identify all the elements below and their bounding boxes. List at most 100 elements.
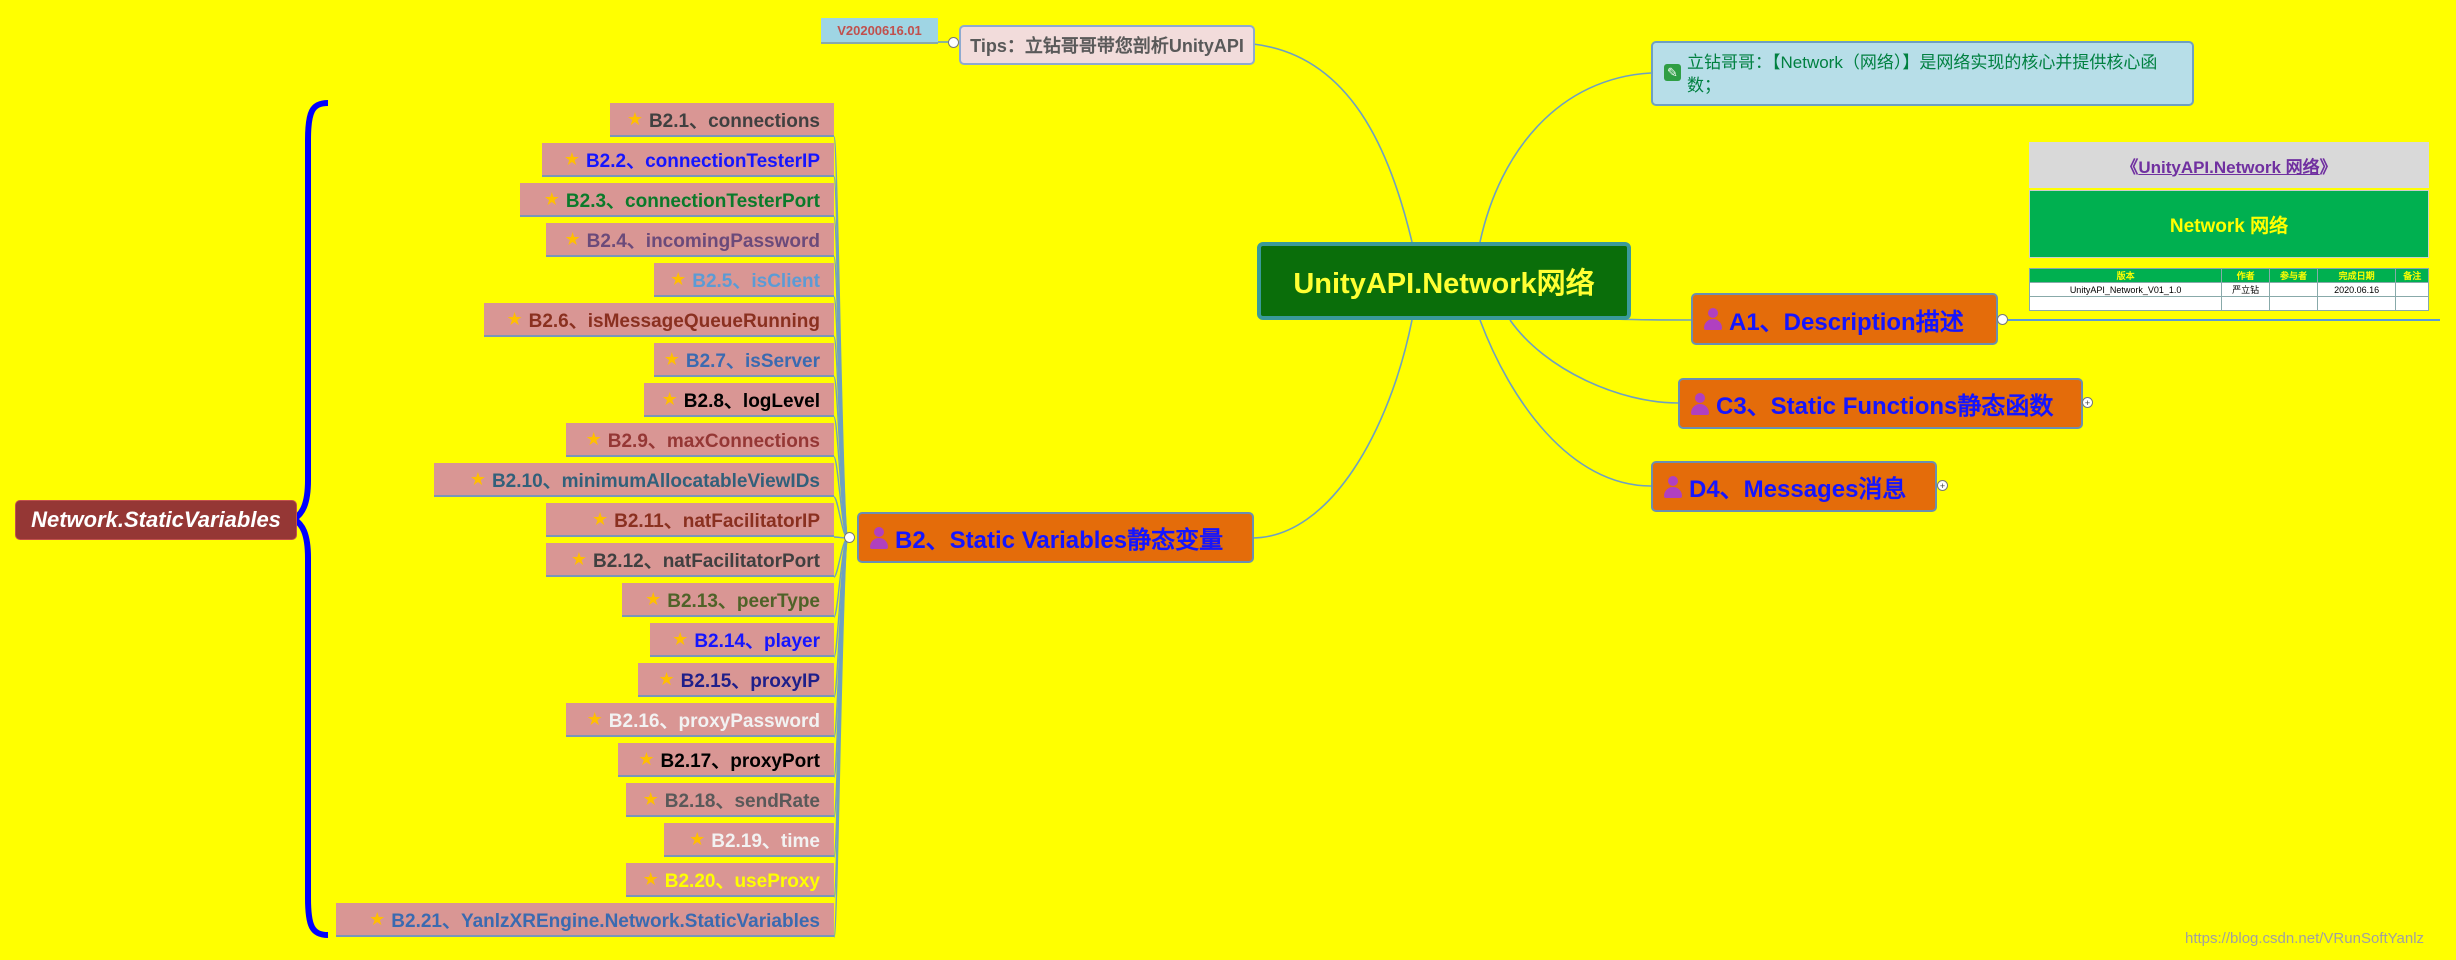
- list-item[interactable]: ★B2.14、player: [650, 623, 834, 657]
- star-icon: ★: [661, 388, 678, 409]
- list-item[interactable]: ★B2.15、proxyIP: [638, 663, 834, 697]
- collapse-toggle[interactable]: [948, 37, 959, 48]
- star-icon: ★: [570, 548, 587, 569]
- central-topic[interactable]: UnityAPI.Network网络: [1257, 242, 1631, 320]
- list-item[interactable]: ★B2.7、isServer: [654, 343, 834, 377]
- branch-label: B2、Static Variables静态变量: [895, 527, 1224, 554]
- star-icon: ★: [564, 228, 581, 249]
- list-item[interactable]: ★B2.8、logLevel: [644, 383, 834, 417]
- collapse-toggle[interactable]: [844, 532, 855, 543]
- star-icon: ★: [506, 308, 523, 329]
- description-note[interactable]: ✎ 立钻哥哥：【Network（网络）】是网络实现的核心并提供核心函数；: [1651, 41, 2194, 106]
- star-icon: ★: [645, 588, 662, 609]
- brace: [288, 100, 329, 938]
- list-item[interactable]: ★B2.20、useProxy: [626, 863, 834, 897]
- doc-banner: Network 网络: [2029, 190, 2429, 258]
- list-item[interactable]: ★B2.4、incomingPassword: [546, 223, 834, 257]
- list-item[interactable]: ★B2.6、isMessageQueueRunning: [484, 303, 834, 337]
- list-item-label: B2.9、maxConnections: [607, 430, 820, 452]
- list-item-label: B2.3、connectionTesterPort: [565, 190, 820, 212]
- list-item[interactable]: ★B2.11、natFacilitatorIP: [546, 503, 834, 537]
- list-item[interactable]: ★B2.13、peerType: [622, 583, 834, 617]
- list-item[interactable]: ★B2.1、connections: [610, 103, 834, 137]
- list-item[interactable]: ★B2.5、isClient: [654, 263, 834, 297]
- table-cell: [2395, 282, 2429, 297]
- star-icon: ★: [638, 748, 655, 769]
- star-icon: ★: [469, 468, 486, 489]
- list-item-label: B2.6、isMessageQueueRunning: [528, 310, 820, 332]
- list-item-label: B2.19、time: [711, 830, 820, 852]
- branch-d4-messages[interactable]: D4、Messages消息: [1651, 461, 1937, 512]
- star-icon: ★: [585, 428, 602, 449]
- table-cell: [2395, 296, 2429, 311]
- branch-a1-description[interactable]: A1、Description描述: [1691, 293, 1998, 345]
- star-icon: ★: [591, 508, 609, 529]
- list-item-label: B2.20、useProxy: [664, 870, 820, 892]
- list-item-label: B2.21、YanlzXREngine.Network.StaticVariab…: [391, 910, 820, 932]
- table-cell: [2269, 296, 2318, 311]
- table-cell: 严立钻: [2221, 282, 2271, 297]
- doc-version-table: 版本 作者 参与者 完成日期 备注 UnityAPI_Network_V01_1…: [2028, 268, 2429, 311]
- branch-b2-static-variables[interactable]: B2、Static Variables静态变量: [857, 512, 1254, 563]
- star-icon: ★: [626, 108, 643, 129]
- list-item[interactable]: ★B2.12、natFacilitatorPort: [546, 543, 834, 577]
- leaf-connector: [833, 537, 849, 938]
- table-header: 完成日期: [2316, 268, 2397, 283]
- list-item[interactable]: ★B2.17、proxyPort: [618, 743, 834, 777]
- doc-title-link[interactable]: UnityAPI.Network 网络: [2138, 157, 2320, 177]
- list-item[interactable]: ★B2.2、connectionTesterIP: [542, 143, 834, 177]
- star-icon: ★: [642, 788, 659, 809]
- expand-toggle[interactable]: +: [1937, 480, 1948, 491]
- star-icon: ★: [689, 828, 706, 849]
- person-icon: [1703, 308, 1723, 330]
- table-cell: [2028, 296, 2223, 311]
- list-item-label: B2.11、natFacilitatorIP: [614, 510, 820, 532]
- star-icon: ★: [543, 188, 560, 209]
- star-icon: ★: [663, 348, 680, 369]
- star-icon: ★: [658, 668, 675, 689]
- document-preview[interactable]: 《 UnityAPI.Network 网络 》 Network 网络 版本 作者…: [2028, 142, 2429, 318]
- list-item-label: B2.14、player: [694, 630, 820, 652]
- tips-topic[interactable]: Tips：立钻哥哥带您剖析UnityAPI: [959, 25, 1255, 65]
- list-item[interactable]: ★B2.3、connectionTesterPort: [520, 183, 834, 217]
- star-icon: ★: [672, 628, 689, 649]
- table-header: 备注: [2395, 268, 2429, 283]
- star-icon: ★: [586, 708, 603, 729]
- star-icon: ★: [369, 908, 386, 929]
- list-item-label: B2.2、connectionTesterIP: [585, 150, 820, 172]
- doc-title: 《 UnityAPI.Network 网络 》: [2029, 142, 2429, 188]
- collapse-toggle[interactable]: [1997, 314, 2008, 325]
- branch-label: D4、Messages消息: [1689, 476, 1907, 503]
- static-variables-summary[interactable]: Network.StaticVariables: [15, 500, 297, 540]
- list-item-label: B2.13、peerType: [667, 590, 820, 612]
- expand-toggle[interactable]: +: [2082, 397, 2093, 408]
- version-tag: V20200616.01: [821, 18, 938, 44]
- branch-c3-static-functions[interactable]: C3、Static Functions静态函数: [1678, 378, 2083, 429]
- list-item-label: B2.8、logLevel: [683, 390, 820, 412]
- list-item[interactable]: ★B2.16、proxyPassword: [566, 703, 834, 737]
- table-cell: UnityAPI_Network_V01_1.0: [2028, 282, 2223, 297]
- branch-label: A1、Description描述: [1729, 308, 1964, 336]
- list-item[interactable]: ★B2.10、minimumAllocatableViewIDs: [434, 463, 834, 497]
- table-header: 参与者: [2269, 268, 2318, 283]
- list-item[interactable]: ★B2.9、maxConnections: [566, 423, 834, 457]
- list-item-label: B2.5、isClient: [692, 270, 820, 292]
- list-item[interactable]: ★B2.21、YanlzXREngine.Network.StaticVaria…: [336, 903, 834, 937]
- person-icon: [1690, 392, 1710, 415]
- table-cell: 2020.06.16: [2316, 282, 2397, 297]
- list-item-label: B2.1、connections: [648, 110, 820, 132]
- star-icon: ★: [563, 148, 580, 169]
- list-item-label: B2.16、proxyPassword: [608, 710, 820, 732]
- person-icon: [869, 526, 889, 549]
- list-item-label: B2.18、sendRate: [664, 790, 820, 812]
- watermark: https://blog.csdn.net/VRunSoftYanlz: [2185, 930, 2425, 947]
- note-icon: ✎: [1664, 64, 1681, 81]
- table-header: 版本: [2028, 268, 2223, 283]
- list-item[interactable]: ★B2.19、time: [664, 823, 834, 857]
- note-text: 立钻哥哥：【Network（网络）】是网络实现的核心并提供核心函数；: [1687, 53, 2158, 95]
- table-cell: [2316, 296, 2397, 311]
- table-cell: [2269, 282, 2318, 297]
- list-item-label: B2.15、proxyIP: [680, 670, 820, 692]
- list-item[interactable]: ★B2.18、sendRate: [626, 783, 834, 817]
- list-item-label: B2.7、isServer: [685, 350, 820, 372]
